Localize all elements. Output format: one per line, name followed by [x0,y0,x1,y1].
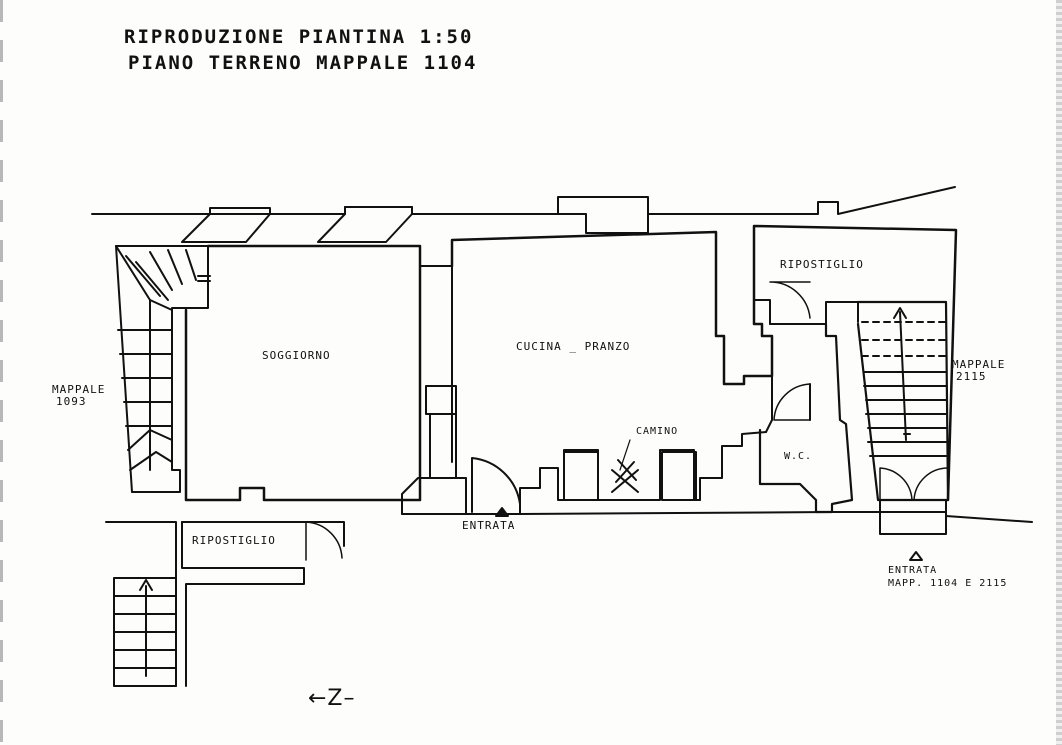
lower-annex [105,521,345,687]
north-arrow-icon: ←Z– [308,686,356,711]
window-block-3 [557,213,649,234]
room-label-soggiorno: SOGGIORNO [262,349,331,362]
ripostiglio-upper-room [753,281,859,325]
stair-mappale-1093 [115,245,211,493]
room-label-ripostiglio-lower: RIPOSTIGLIO [192,534,276,547]
pillar [425,385,457,415]
fireplace [519,439,701,515]
title-line-2: PIANO TERRENO MAPPALE 1104 [128,52,478,74]
shared-entrance-marker [909,551,923,561]
label-entrata-shared-1: ENTRATA [888,565,938,576]
room-label-cucina-pranzo: CUCINA _ PRANZO [516,340,631,353]
wc-room [758,322,854,514]
window-block-1 [181,213,271,243]
facade-line-top [91,186,956,215]
label-mappale-west-1: MAPPALE [52,383,106,396]
window-block-2 [317,213,413,243]
ground-line [401,511,881,515]
label-entrata-main: ENTRATA [462,519,516,532]
scan-edge-right [1056,0,1062,745]
room-label-wc: W.C. [784,451,813,462]
title-line-1: RIPRODUZIONE PIANTINA 1:50 [124,26,474,48]
shared-entrance-step [879,499,947,535]
stair-mappale-2115 [856,300,950,502]
soggiorno-walls [184,244,422,502]
label-mappale-east-2: 2115 [956,370,987,383]
label-mappale-east-1: MAPPALE [952,358,1006,371]
entrance-door [471,457,521,513]
label-mappale-west-2: 1093 [56,395,87,408]
label-entrata-shared-2: MAPP. 1104 E 2115 [888,578,1008,589]
label-camino: CAMINO [636,426,679,437]
scan-edge-left [0,0,3,745]
room-label-ripostiglio-upper: RIPOSTIGLIO [780,258,864,271]
cucina-walls [450,224,958,502]
